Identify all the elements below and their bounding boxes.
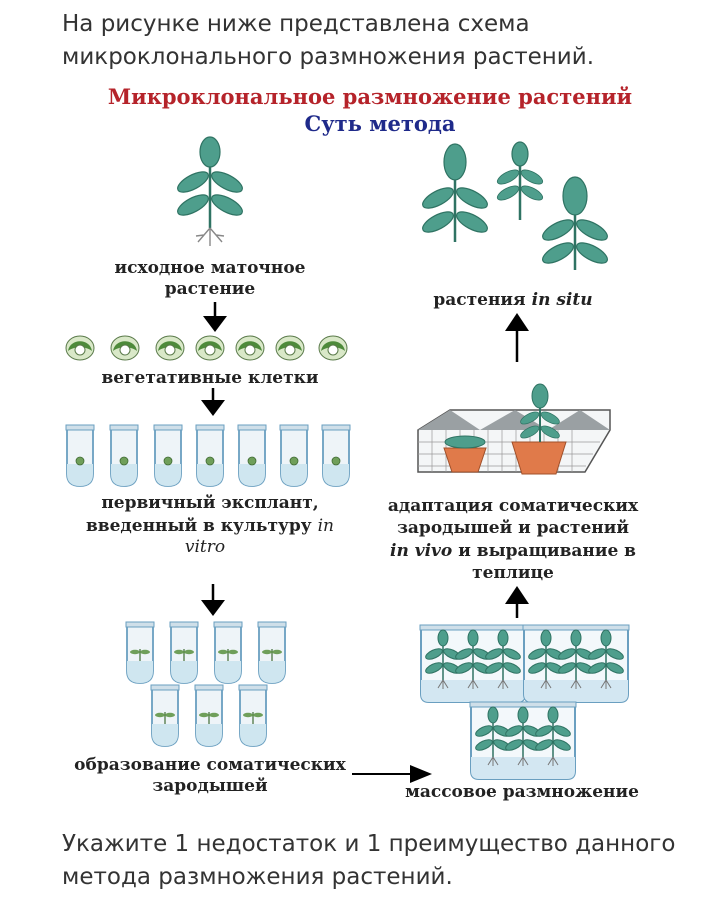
step-primary-explant-line2-text: введенный в культуру — [86, 516, 312, 536]
micropropagation-scheme: Микроклональное размножение растений Сут… — [65, 84, 639, 802]
step-primary-explant-line1: первичный эксплант, — [101, 493, 318, 513]
arrow-down-icon — [201, 388, 225, 416]
step-adaptation-line4: теплице — [472, 563, 554, 583]
mother-plant-icon — [174, 136, 246, 246]
question-intro: На рисунке ниже представлена схема микро… — [62, 11, 595, 70]
step-primary-explant-vitro: vitro — [185, 537, 225, 557]
step-mass-propagation: массовое размножение — [405, 782, 639, 802]
step-plants-in-situ-text: растения — [433, 290, 525, 310]
step-adaptation-line3: in vivo и выращивание в — [390, 541, 636, 561]
culture-jars-icon — [420, 625, 629, 779]
test-tubes-sprouts-icon — [125, 621, 287, 747]
step-adaptation-in-vivo: in vivo — [390, 541, 452, 561]
diagram-title: Микроклональное размножение растений — [108, 84, 632, 109]
step-adaptation-line1: адаптация соматических — [388, 496, 639, 516]
greenhouse-icon — [417, 383, 611, 475]
arrow-up-icon — [505, 313, 529, 362]
arrow-up-icon — [505, 586, 529, 618]
step-adaptation-line2: зародышей и растений — [397, 518, 629, 538]
step-plants-in-situ-term: in situ — [532, 290, 593, 310]
step-mother-plant-line2: растение — [165, 279, 256, 299]
vegetative-cells-icon — [65, 335, 348, 361]
arrow-down-icon — [203, 302, 227, 332]
step-plants-in-situ: растения in situ — [433, 290, 592, 310]
plants-in-situ-icon — [419, 141, 611, 270]
step-somatic-embryos-line2: зародышей — [152, 776, 268, 796]
arrow-right-icon — [352, 765, 432, 783]
step-mother-plant-line1: исходное маточное — [115, 258, 306, 278]
question-task: Укажите 1 недостаток и 1 преимущество да… — [62, 831, 676, 890]
step-primary-explant-line2: введенный в культуру in — [86, 516, 334, 536]
step-adaptation-line3-text: и выращивание в — [458, 541, 636, 561]
step-somatic-embryos-line1: образование соматических — [74, 755, 346, 775]
step-vegetative-cells: вегетативные клетки — [101, 368, 318, 388]
test-tubes-icon — [65, 424, 351, 487]
arrow-down-icon — [201, 584, 225, 616]
diagram-subtitle: Суть метода — [305, 111, 456, 136]
step-primary-explant-in: in — [318, 516, 334, 536]
